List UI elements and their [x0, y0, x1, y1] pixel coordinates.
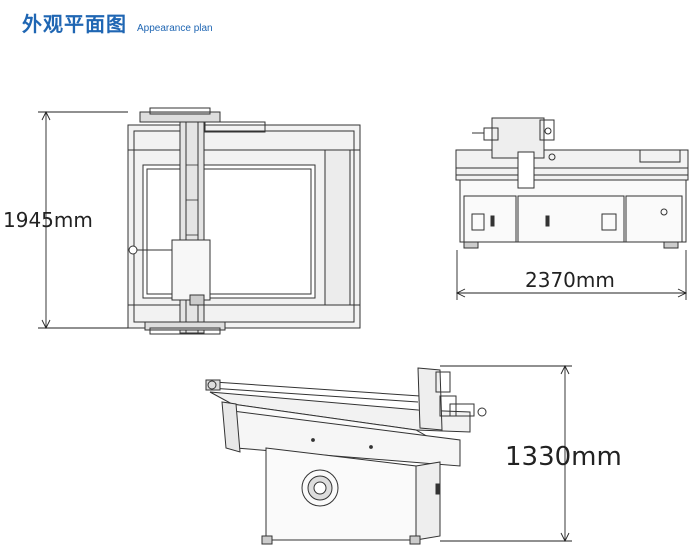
- page-header: 外观平面图 Appearance plan: [22, 8, 213, 37]
- width-label: 2370mm: [525, 268, 615, 292]
- height-label: 1330mm: [505, 442, 622, 472]
- depth-dimension: [38, 110, 128, 330]
- height-dimension: [440, 364, 572, 543]
- iso-view-drawing: [205, 367, 487, 545]
- front-view-drawing: [455, 117, 689, 249]
- page-subtitle: Appearance plan: [137, 23, 213, 34]
- top-view-drawing: [127, 107, 361, 335]
- depth-label: 1945mm: [3, 208, 93, 232]
- width-dimension: [455, 250, 688, 300]
- page-title: 外观平面图: [22, 12, 127, 36]
